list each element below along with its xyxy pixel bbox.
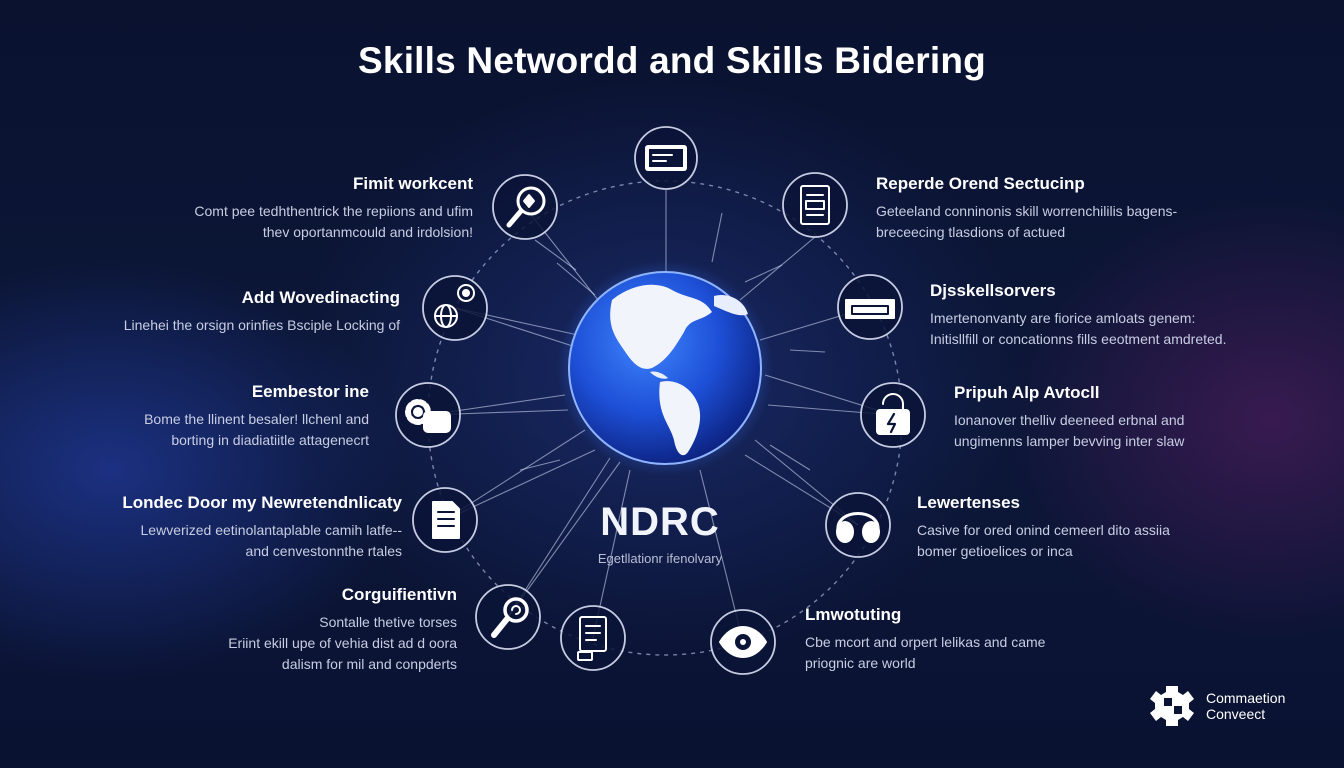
label-heading: Add Wovedinacting (241, 288, 400, 307)
center-subtitle: Egetllationr ifenolvary (597, 551, 723, 566)
node-checklist (782, 172, 848, 238)
label-heading: Londec Door my Newretendnlicaty (122, 493, 402, 512)
label-lewertenses: Lewertenses Casive for ored onind cemeer… (917, 493, 1257, 562)
center-title: NDRC (600, 500, 720, 544)
label-heading: Fimit workcent (353, 174, 473, 193)
label-description-line: Initisllfill or concationns fills eeotme… (930, 331, 1227, 347)
label-heading: Reperde Orend Sectucinp (876, 174, 1085, 193)
label-description-line: priognic are world (805, 655, 916, 671)
globe-image (568, 271, 762, 465)
search-analysis-icon (491, 597, 529, 638)
document-icon (432, 501, 460, 539)
brand-line-2: Conveect (1206, 706, 1266, 722)
label-djsskellsorvers: Djsskellsorvers Imertenonvanty are fiori… (930, 281, 1270, 350)
magnifier-icon (506, 186, 546, 228)
label-description-line: thev oportanmcould and irdolsion! (262, 224, 473, 240)
gear-icon (405, 399, 451, 433)
gear-puzzle-icon (1150, 686, 1194, 726)
node-globe-location (422, 275, 488, 341)
label-heading: Pripuh Alp Avtocll (954, 383, 1100, 402)
node-clipboard (560, 605, 626, 671)
label-heading: Corguifientivn (341, 585, 457, 604)
label-description-line: Comt pee tedhthentrick the repiions and … (194, 203, 473, 219)
monitor-icon (645, 145, 687, 171)
label-description-line: Cbe mcort and orpert lelikas and came (805, 634, 1046, 650)
headset-icon (836, 512, 880, 543)
label-add-wovedinacting: Add Wovedinacting Linehei the orsign ori… (60, 288, 400, 336)
eye-icon (719, 626, 767, 658)
label-description-line: Ionanover thelliv deeneed erbnal and (954, 412, 1185, 428)
label-description-line: ungimenns lamper bevving inter slaw (954, 433, 1185, 449)
label-description-line: breceecing tlasdions of actued (876, 224, 1066, 240)
label-description-line: Geteeland conninonis skill worrenchilili… (876, 203, 1178, 219)
label-heading: Lewertenses (917, 493, 1020, 512)
label-description-line: and cenvestonnthe rtales (245, 543, 402, 559)
label-heading: Djsskellsorvers (930, 281, 1056, 300)
keyboard-icon (845, 299, 895, 319)
label-corguifientivn: Corguifientivn Sontalle thetive torses E… (117, 585, 457, 675)
label-eembestor-ine: Eembestor ine Bome the llinent besaler! … (29, 382, 369, 451)
label-description-line: Lewverized eetinolantaplable camih latfe… (140, 522, 402, 538)
label-londec-door: Londec Door my Newretendnlicaty Lewveriz… (62, 493, 402, 562)
label-description-line: Bome the llinent besaler! llchenl and (144, 411, 369, 427)
node-magnifier (492, 174, 558, 240)
label-pripuh-alp: Pripuh Alp Avtocll Ionanover thelliv dee… (954, 383, 1294, 452)
label-heading: Eembestor ine (251, 382, 369, 401)
lock-icon (876, 393, 910, 435)
label-lmwotuting: Lmwotuting Cbe mcort and orpert lelikas … (805, 605, 1145, 674)
label-description-line: Linehei the orsign orinfies Bsciple Lock… (123, 317, 400, 333)
brand-line-1: Commaetion (1206, 690, 1286, 706)
label-description-line: Sontalle thetive torses (319, 614, 457, 630)
label-reperde-orend: Reperde Orend Sectucinp Geteeland connin… (876, 174, 1216, 243)
label-description-line: borting in diadiatiitle attagenecrt (171, 432, 369, 448)
label-fimit-workcent: Fimit workcent Comt pee tedhthentrick th… (133, 174, 473, 243)
clipboard-icon (577, 616, 607, 661)
label-description-line: Casive for ored onind cemeerl dito assii… (917, 522, 1170, 538)
label-description-line: dalism for mil and conpderts (281, 656, 457, 672)
checklist-document-icon (800, 185, 830, 225)
page-title: Skills Networdd and Skills Bidering (358, 40, 986, 81)
brand-logo: Commaetion Conveect (1150, 684, 1285, 728)
label-description-line: Eriint ekill upe of vehia dist ad d oora (228, 635, 457, 651)
label-heading: Lmwotuting (805, 605, 902, 624)
node-headset (825, 492, 891, 558)
label-description-line: Imertenonvanty are fiorice amloats genem… (930, 310, 1196, 326)
label-description-line: bomer getioelices or inca (917, 543, 1073, 559)
globe-location-icon (434, 284, 475, 328)
